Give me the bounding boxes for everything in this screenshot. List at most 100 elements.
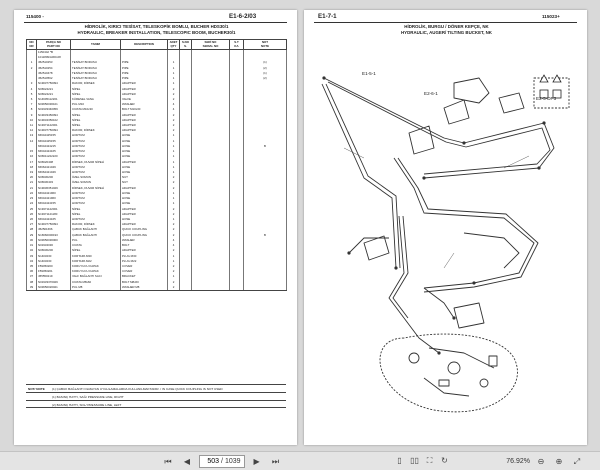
cell-note (243, 123, 287, 129)
note-text: (2) BASINÇ HATTI, SOL/ PRESSURE LINE, LE… (52, 403, 122, 407)
viewer-statusbar: ⏮ ◀ / 1039 ▶ ⏭ ▯ ▯▯ ⛶ ↻ 76.92% ⊖ ⊕ ⤢ (0, 451, 600, 470)
page-number-input[interactable] (203, 458, 219, 465)
zoom-in-icon[interactable]: ⊕ (555, 457, 563, 466)
cell-qty: 2 (167, 284, 180, 292)
cell-note (243, 96, 287, 103)
next-page-icon[interactable]: ▶ (253, 457, 260, 466)
col-no: NO NR (26, 39, 37, 50)
zoom-controls: 76.92% ⊖ ⊕ ⤢ (500, 454, 584, 469)
col-part: PARÇA NO PART NO (36, 39, 71, 50)
cell-note (243, 211, 287, 217)
cell-note (243, 149, 287, 155)
fit-page-icon[interactable]: ⛶ (426, 455, 433, 465)
cell-note (243, 102, 287, 108)
zoom-out-icon[interactable]: ⊖ (537, 457, 545, 466)
cell-note (243, 253, 287, 259)
col-stka: S.T KA (229, 39, 244, 50)
cell-note (243, 128, 287, 134)
page-number-box: / 1039 (199, 455, 245, 468)
page-ref: E1-6-2/03 (229, 13, 257, 20)
last-page-icon[interactable]: ⏭ (271, 456, 280, 466)
cell-note (243, 159, 287, 165)
table-row: 1011809/A060-08 (26, 55, 287, 61)
cell-part-no: N03650020021 (36, 284, 71, 292)
notes-block: NOT/ NOTE (1) ÇABUK BAĞLANTI OLMAYAN UYG… (26, 384, 286, 408)
cell-note (243, 190, 287, 197)
cell-note (243, 279, 287, 285)
cell-note (243, 55, 287, 61)
table-header: NO NR PARÇA NO PART NO TANIM DESCRIPTION… (26, 39, 287, 50)
cell-note: (1) (243, 60, 287, 66)
cell-note (243, 107, 287, 113)
page-title-tr: HİDROLİK, KIRICI TESİSAT, TELESKOPİK BOM… (84, 24, 229, 29)
col-tanim: TANIM (70, 39, 121, 50)
view-tools: ▯ ▯▯ ⛶ ↻ (393, 454, 451, 467)
cell-note (243, 86, 287, 92)
col-serial: SERİ NO SERIAL NO (191, 39, 230, 50)
cell-note (243, 175, 287, 181)
cell-note (243, 284, 287, 292)
single-page-icon[interactable]: ▯ (397, 456, 402, 465)
cell-description: WASHER M8 (120, 284, 168, 292)
zoom-value: 76.92% (506, 458, 530, 465)
note-text: (1) BASINÇ HATTI, SAĞ/ PRESSURE LINE, RI… (52, 395, 124, 399)
cell-note (243, 263, 287, 270)
cell-note: (2) (243, 76, 287, 82)
page-separator: / (221, 458, 223, 465)
first-page-icon[interactable]: ⏮ (164, 456, 172, 466)
warning-icons (539, 74, 562, 99)
cell-note (243, 170, 287, 176)
diagram-label-e2: E2-6-1 (424, 91, 438, 96)
cell-no: 39 (26, 284, 37, 292)
cell-tanim: PUL M8 (70, 284, 121, 292)
cell-note (243, 112, 287, 118)
cell-note (243, 248, 287, 254)
cell-sno (179, 284, 192, 292)
diagram-label-e1: E1-5-1 (362, 71, 376, 76)
cell-note: B (243, 143, 287, 150)
cell-note (243, 227, 287, 233)
total-pages: 1039 (224, 458, 241, 465)
note-row: (2) BASINÇ HATTI, SOL/ PRESSURE LINE, LE… (26, 400, 286, 408)
cell-note (243, 91, 287, 97)
col-qty: ADET QTY (167, 39, 180, 50)
cell-note (243, 201, 287, 207)
page-title-en: HYDRAULIC, AUGER/ TILTING BUCKET, NK (401, 30, 492, 35)
rotate-icon[interactable]: ↻ (441, 456, 448, 465)
cell-note (243, 138, 287, 144)
expand-icon[interactable]: ⤢ (573, 456, 581, 466)
two-page-icon[interactable]: ▯▯ (410, 456, 419, 465)
cell-note (243, 117, 287, 124)
cell-note (243, 237, 287, 244)
prev-page-icon[interactable]: ◀ (183, 457, 191, 466)
cell-note (243, 269, 287, 275)
cell-stka (229, 284, 244, 292)
